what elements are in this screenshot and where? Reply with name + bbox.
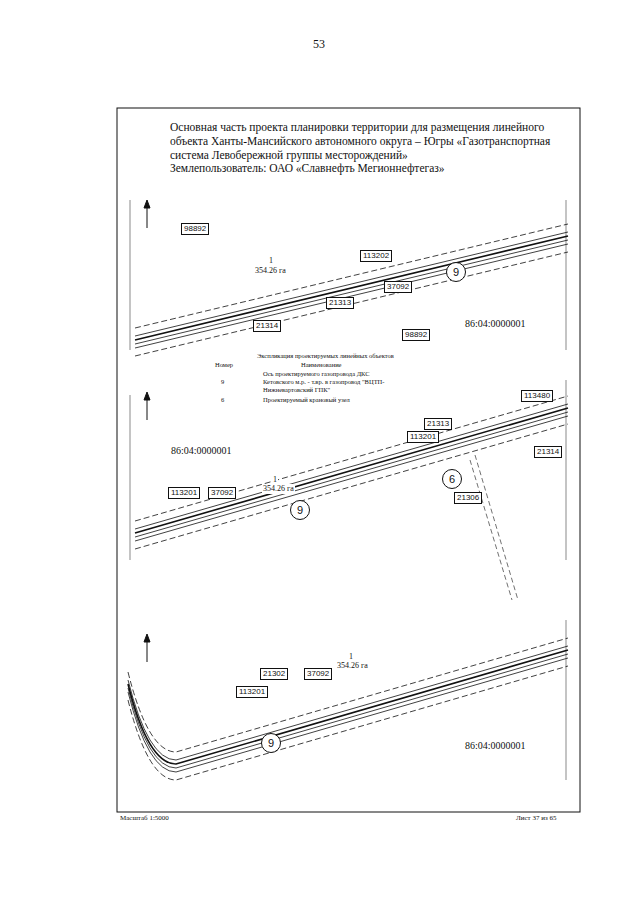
- parcel-box: 113201: [168, 487, 200, 499]
- area-index: 1: [268, 256, 274, 266]
- parcel-number: 37092: [307, 669, 329, 678]
- cadastral-number: 86:04:0000001: [170, 445, 233, 457]
- parcel-number: 37092: [387, 282, 409, 291]
- parcel-box: 113201: [407, 431, 439, 443]
- parcel-number: 21314: [256, 321, 278, 330]
- parcel-box: 37092: [208, 487, 236, 499]
- parcel-box: 21314: [534, 446, 562, 458]
- table-header: Номер: [214, 361, 234, 369]
- table-cell: 6: [220, 396, 225, 404]
- page-number: 53: [313, 38, 325, 52]
- callout-circle: 6: [442, 469, 462, 489]
- parcel-number: 113201: [171, 488, 197, 497]
- sheet-number: Лист 37 из 65: [516, 814, 556, 823]
- parcel-box: 37092: [304, 668, 332, 680]
- callout-circle: 9: [446, 262, 466, 282]
- parcel-box: 21306: [454, 492, 482, 504]
- sheet-title: Основная часть проекта планировки террит…: [170, 120, 555, 162]
- table-cell: 9: [220, 378, 225, 386]
- parcel-box: 21313: [424, 418, 452, 430]
- parcel-number: 21306: [457, 493, 479, 502]
- callout-number: 9: [268, 737, 274, 749]
- parcel-number: 21313: [329, 298, 351, 307]
- parcel-box: 21313: [326, 297, 354, 309]
- callout-number: 6: [449, 473, 455, 485]
- parcel-number: 21313: [427, 419, 449, 428]
- parcel-box: 98892: [402, 329, 430, 341]
- parcel-number: 113480: [524, 391, 550, 400]
- callout-circle: 9: [261, 733, 281, 753]
- parcel-box: 98892: [181, 223, 209, 235]
- table-cell: Проектируемый крановый узел: [262, 396, 351, 404]
- table-title: Экспликация проектируемых линейных объек…: [256, 352, 395, 360]
- parcel-number: 113201: [239, 687, 265, 696]
- parcel-number: 98892: [184, 224, 206, 233]
- parcel-box: 113201: [236, 686, 268, 698]
- parcel-box: 21302: [260, 668, 288, 680]
- callout-number: 9: [297, 504, 303, 516]
- parcel-box: 37092: [384, 281, 412, 293]
- table-header: Наименование: [300, 361, 343, 369]
- area-value: 354.26 га: [336, 661, 369, 671]
- area-value: 354.26 га: [262, 484, 295, 494]
- parcel-number: 21302: [263, 669, 285, 678]
- scale-note: Масштаб 1:5000: [120, 814, 169, 823]
- parcel-number: 113201: [410, 432, 436, 441]
- parcel-number: 113202: [363, 251, 389, 260]
- area-value: 354.26 га: [254, 266, 287, 276]
- parcel-number: 21314: [537, 447, 559, 456]
- parcel-box: 113202: [360, 250, 392, 262]
- parcel-number: 37092: [211, 488, 233, 497]
- cadastral-number: 86:04:0000001: [464, 740, 527, 752]
- callout-number: 9: [453, 266, 459, 278]
- parcel-number: 98892: [405, 330, 427, 339]
- callout-circle: 9: [290, 500, 310, 520]
- table-cell: Ось проектируемого газопровода ДКС Кетов…: [262, 370, 402, 394]
- parcel-box: 113480: [521, 390, 553, 402]
- parcel-box: 21314: [253, 320, 281, 332]
- land-user: Землепользователь: ОАО «Славнефть Мегион…: [170, 162, 445, 175]
- cadastral-number: 86:04:0000001: [464, 318, 527, 330]
